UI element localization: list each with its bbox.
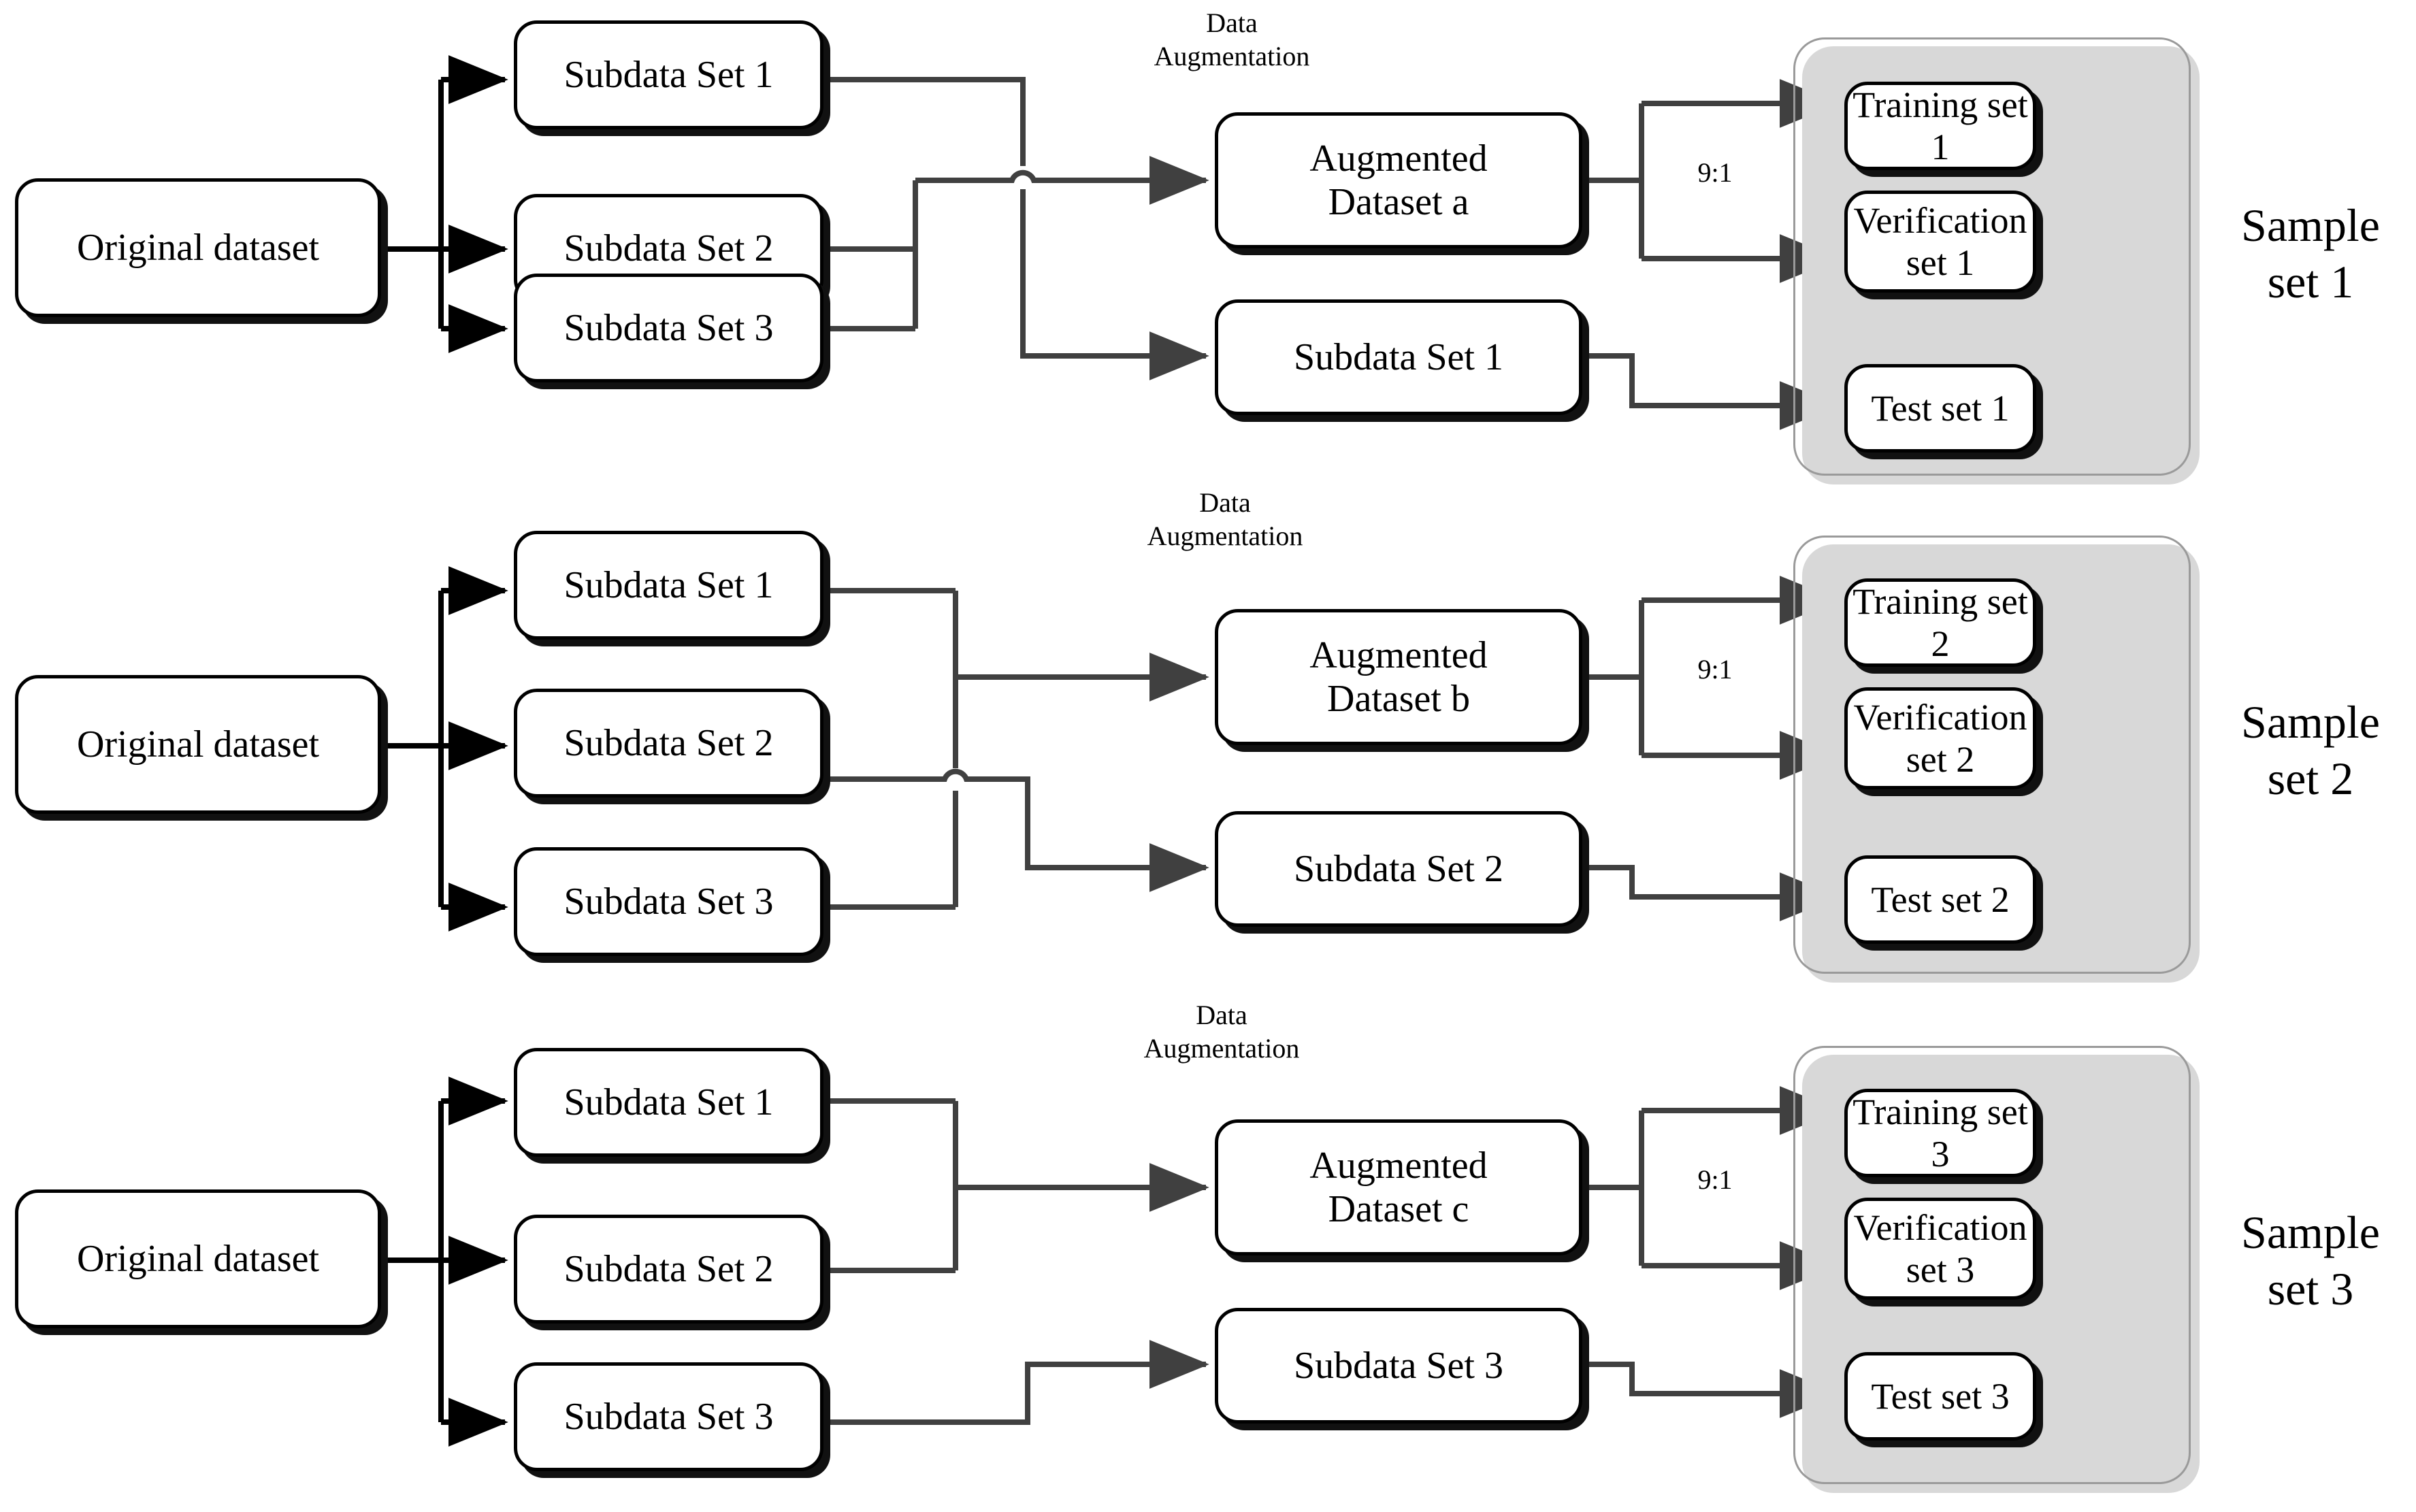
- row-3-verification-set[interactable]: Verification set 3: [1844, 1198, 2036, 1300]
- node-label: Subdata Set 2: [564, 721, 774, 764]
- node-label: Training set 2: [1852, 580, 2028, 664]
- node-label: Subdata Set 1: [564, 563, 774, 606]
- row-3-subdata-set-1[interactable]: Subdata Set 1: [514, 1048, 823, 1157]
- row-1-split-ratio: 9:1: [1697, 157, 1733, 188]
- row-1-test-set[interactable]: Test set 1: [1844, 364, 2036, 453]
- row-2-original-dataset[interactable]: Original dataset: [15, 675, 381, 814]
- node-label: Subdata Set 1: [564, 1081, 774, 1123]
- row-1-original-dataset[interactable]: Original dataset: [15, 178, 381, 317]
- node-label: Subdata Set 1: [1294, 335, 1503, 378]
- row-3-augmented-dataset[interactable]: Augmented Dataset c: [1215, 1119, 1582, 1255]
- row-1-subdata-set-1[interactable]: Subdata Set 1: [514, 20, 823, 129]
- row-1-sample-set-label: Sample set 1: [2241, 199, 2380, 308]
- row-3-subdata-set-3[interactable]: Subdata Set 3: [514, 1362, 823, 1471]
- node-label: Subdata Set 3: [564, 1395, 774, 1438]
- row-2-split-ratio: 9:1: [1697, 654, 1733, 685]
- row-3-augmentation-label: Data Augmentation: [1143, 1000, 1300, 1064]
- node-label: Subdata Set 3: [1294, 1344, 1503, 1387]
- node-label: Augmented Dataset b: [1309, 634, 1488, 720]
- row-1-subdata-set-3[interactable]: Subdata Set 3: [514, 274, 823, 382]
- node-label: Test set 3: [1871, 1375, 2010, 1417]
- node-label: Verification set 3: [1853, 1206, 2027, 1290]
- node-label: Original dataset: [76, 723, 320, 766]
- row-1-augmentation-label: Data Augmentation: [1154, 7, 1310, 71]
- node-label: Augmented Dataset a: [1309, 137, 1488, 223]
- row-3-training-set[interactable]: Training set 3: [1844, 1089, 2036, 1177]
- node-label: Training set 1: [1852, 84, 2028, 167]
- row-2-holdout-subdata[interactable]: Subdata Set 2: [1215, 811, 1582, 927]
- row-3-split-ratio: 9:1: [1697, 1164, 1733, 1195]
- node-label: Subdata Set 2: [564, 227, 774, 269]
- row-2-verification-set[interactable]: Verification set 2: [1844, 687, 2036, 789]
- row-3-original-dataset[interactable]: Original dataset: [15, 1189, 381, 1328]
- row-2-augmented-dataset[interactable]: Augmented Dataset b: [1215, 609, 1582, 745]
- row-1-training-set[interactable]: Training set 1: [1844, 82, 2036, 170]
- node-label: Subdata Set 2: [564, 1247, 774, 1290]
- node-label: Augmented Dataset c: [1309, 1144, 1488, 1230]
- row-2-subdata-set-1[interactable]: Subdata Set 1: [514, 531, 823, 640]
- row-3-sample-set-label: Sample set 3: [2241, 1206, 2380, 1315]
- node-label: Subdata Set 3: [564, 880, 774, 923]
- row-3-subdata-set-2[interactable]: Subdata Set 2: [514, 1215, 823, 1324]
- node-label: Subdata Set 2: [1294, 847, 1503, 890]
- row-2-sample-set-label: Sample set 2: [2241, 696, 2380, 804]
- row-2-subdata-set-3[interactable]: Subdata Set 3: [514, 847, 823, 956]
- row-2-augmentation-label: Data Augmentation: [1147, 487, 1303, 551]
- node-label: Test set 2: [1871, 878, 2010, 920]
- row-2-sample-set-group: [1793, 536, 2191, 974]
- row-3-holdout-subdata[interactable]: Subdata Set 3: [1215, 1308, 1582, 1424]
- row-1-verification-set[interactable]: Verification set 1: [1844, 191, 2036, 293]
- row-3-test-set[interactable]: Test set 3: [1844, 1352, 2036, 1441]
- node-label: Subdata Set 3: [564, 306, 774, 349]
- node-label: Verification set 2: [1853, 696, 2027, 780]
- row-2-training-set[interactable]: Training set 2: [1844, 578, 2036, 667]
- row-1-holdout-subdata[interactable]: Subdata Set 1: [1215, 299, 1582, 415]
- node-label: Original dataset: [76, 1237, 320, 1280]
- row-3-sample-set-group: [1793, 1046, 2191, 1484]
- row-1-sample-set-group: [1793, 37, 2191, 476]
- node-label: Subdata Set 1: [564, 53, 774, 96]
- node-label: Test set 1: [1871, 387, 2010, 429]
- row-2-subdata-set-2[interactable]: Subdata Set 2: [514, 689, 823, 798]
- node-label: Verification set 1: [1853, 199, 2027, 283]
- node-label: Original dataset: [76, 226, 320, 269]
- row-2-test-set[interactable]: Test set 2: [1844, 855, 2036, 944]
- node-label: Training set 3: [1852, 1091, 2028, 1174]
- row-1-augmented-dataset[interactable]: Augmented Dataset a: [1215, 112, 1582, 248]
